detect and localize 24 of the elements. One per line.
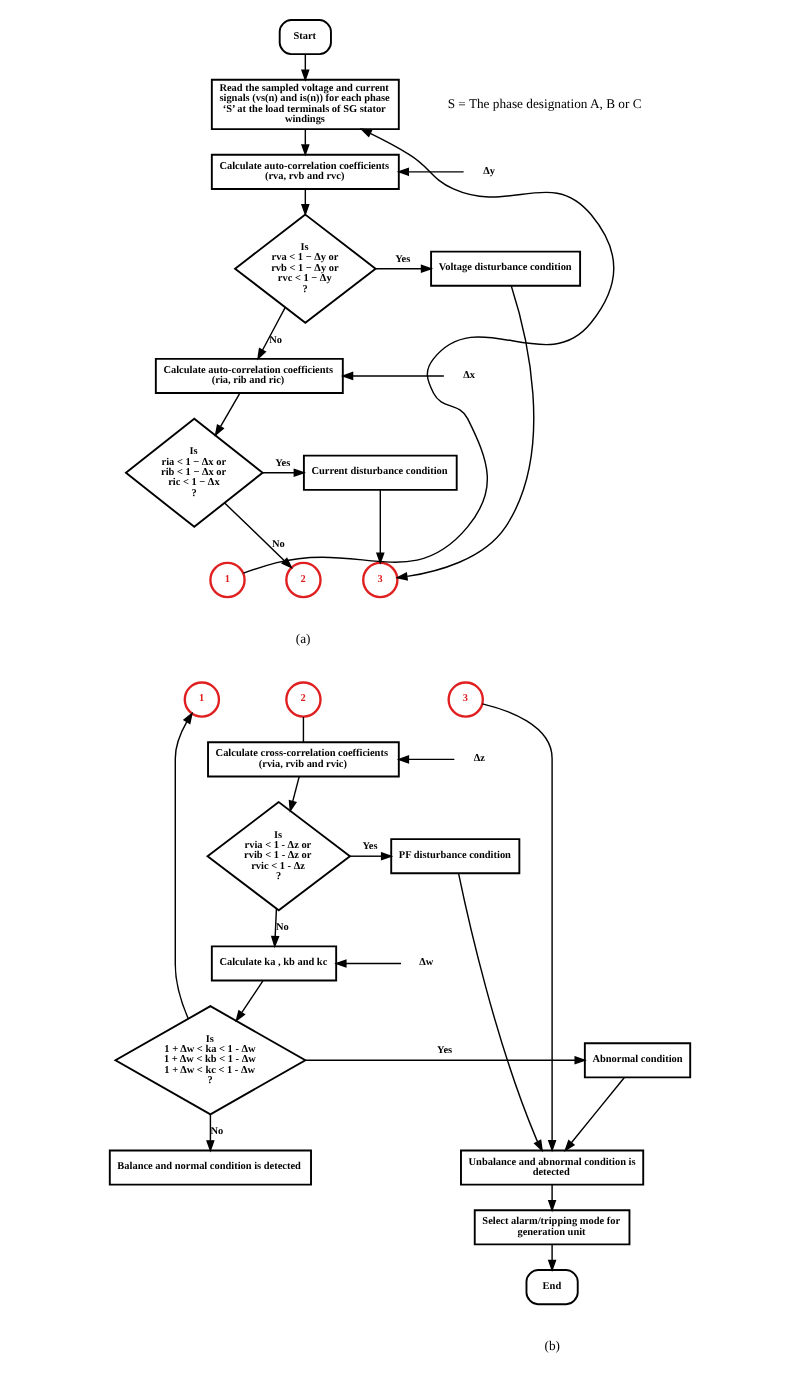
arrow xyxy=(564,1076,625,1152)
arrow xyxy=(396,167,465,177)
arrow xyxy=(257,306,286,361)
arrow xyxy=(395,285,535,581)
arrow xyxy=(270,907,280,949)
arrow xyxy=(481,703,557,1153)
arrow xyxy=(288,776,300,813)
arrow xyxy=(223,502,293,569)
arrow xyxy=(457,872,544,1153)
connector xyxy=(302,716,305,743)
arrow xyxy=(547,1184,557,1213)
arrow xyxy=(262,468,306,478)
arrow xyxy=(375,489,385,565)
arrow xyxy=(214,392,241,437)
arrow xyxy=(334,959,402,968)
arrow xyxy=(206,1113,215,1153)
arrow xyxy=(349,851,394,861)
arrow xyxy=(304,1055,587,1065)
arrow xyxy=(340,371,445,381)
arrow xyxy=(235,980,264,1023)
arrow xyxy=(374,264,434,273)
arrow xyxy=(174,711,194,1020)
arrow xyxy=(396,755,456,764)
arrow xyxy=(547,1244,557,1273)
